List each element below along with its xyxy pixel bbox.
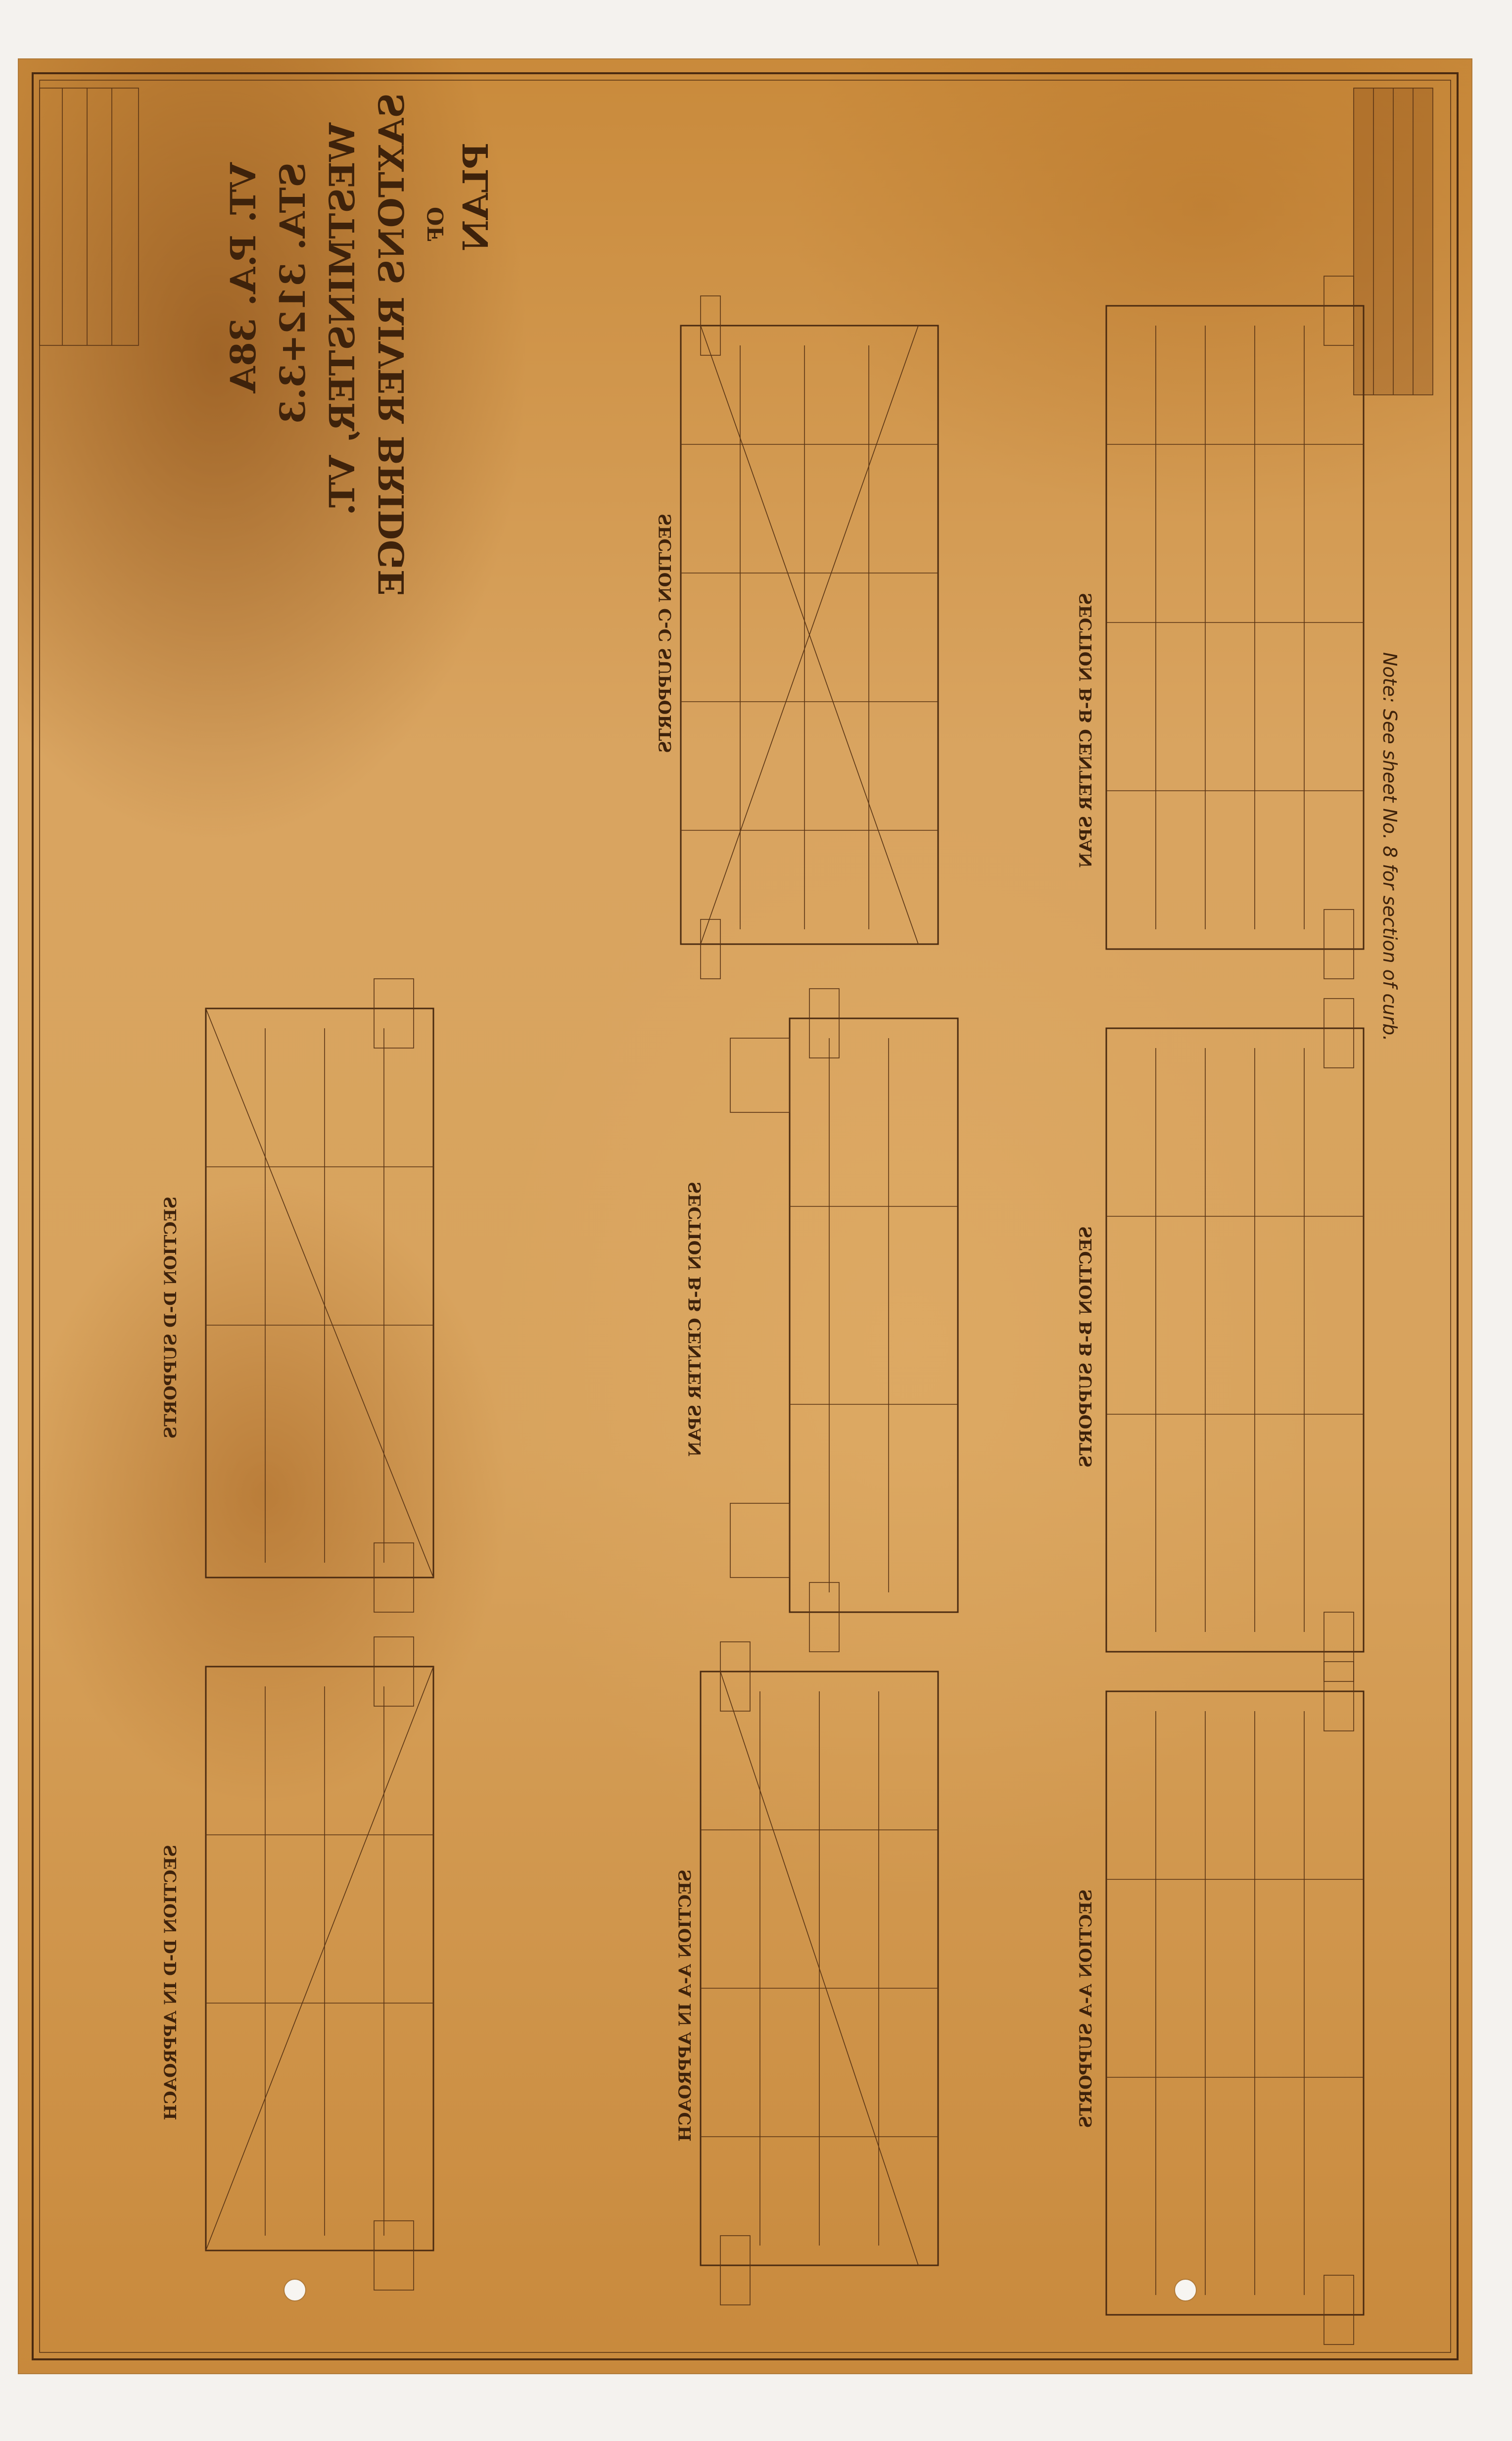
blueprint-sheet: PLAN OF SAXTONS RIVER BRIDGE WESTMINSTER… (18, 58, 1472, 2374)
section-drawing-7: SECTION D-D SUPPORTS (161, 978, 434, 1613)
border-frame (32, 72, 1459, 2360)
punch-hole-left (284, 2279, 306, 2301)
stamp-block (1353, 88, 1433, 395)
title-line-4: WESTMINSTER, VT. (322, 122, 363, 515)
title-line-2: OF (424, 207, 449, 241)
section-drawing-8: SECTION D-D IN APPROACH (161, 1636, 434, 2291)
engineering-drawing: PLAN OF SAXTONS RIVER BRIDGE WESTMINSTER… (32, 72, 1459, 2360)
section-label-7: SECTION D-D SUPPORTS (161, 1197, 181, 1438)
section-drawing-6: SECTION A-A SUPPORTS (1076, 1661, 1365, 2345)
punch-hole-right (1174, 2279, 1197, 2301)
section-label-3: SECTION B-B CENTER SPAN (685, 1182, 705, 1457)
section-drawing-2: SECTION B-B CENTER SPAN (1076, 276, 1365, 979)
revision-block (39, 88, 139, 346)
title-line-6: VT. P.A. 38A (223, 162, 264, 394)
section-drawing-1: SECTION C-C SUPPORTS (656, 295, 939, 979)
section-label-2: SECTION B-B CENTER SPAN (1076, 593, 1096, 868)
section-label-5: SECTION A-A IN APPROACH (675, 1869, 695, 2142)
title-block: PLAN OF SAXTONS RIVER BRIDGE WESTMINSTER… (223, 93, 496, 596)
section-drawing-4: SECTION B-B SUPPORTS (1076, 998, 1365, 1682)
title-line-3: SAXTONS RIVER BRIDGE (371, 93, 412, 596)
title-line-1: PLAN (455, 143, 496, 251)
section-label-1: SECTION C-C SUPPORTS (656, 514, 675, 753)
section-drawing-5: SECTION A-A IN APPROACH (675, 1641, 939, 2305)
section-label-4: SECTION B-B SUPPORTS (1076, 1226, 1096, 1468)
border-frame-inner (39, 80, 1451, 2353)
section-label-8: SECTION D-D IN APPROACH (161, 1845, 181, 2120)
title-line-5: STA. 312+3.3 (272, 162, 313, 424)
section-label-6: SECTION A-A SUPPORTS (1076, 1889, 1096, 2128)
section-drawing-3: SECTION B-B CENTER SPAN (685, 988, 959, 1652)
side-note: Note: See sheet No. 8 for section of cur… (1379, 652, 1401, 1041)
